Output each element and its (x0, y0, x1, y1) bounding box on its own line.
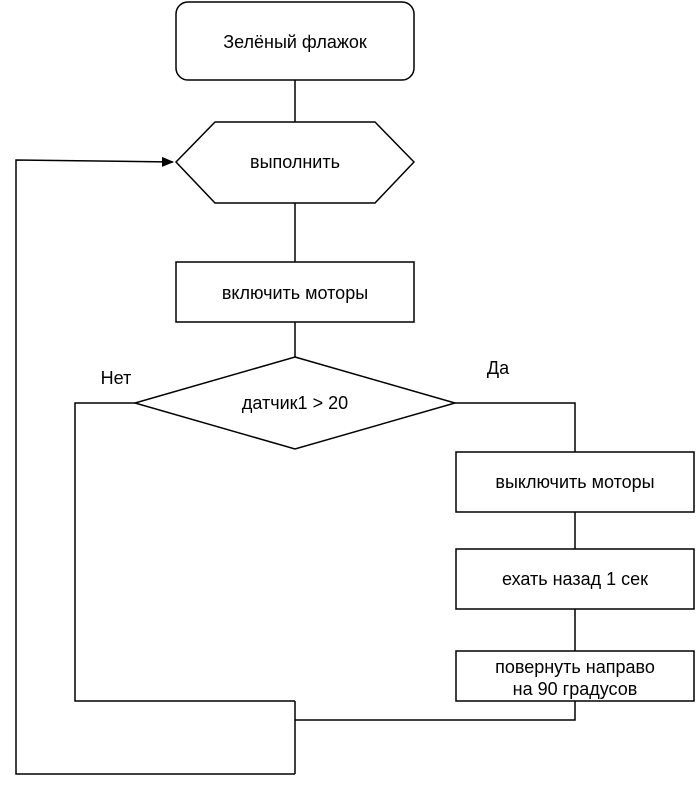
back-node (455, 548, 695, 610)
connector-yes-branch (455, 402, 576, 452)
condition-node (132, 356, 458, 450)
connector-no-branch (74, 402, 295, 702)
loop-node (174, 121, 416, 204)
start-label: Зелёный флажок (223, 32, 367, 52)
turn-label-line1: повернуть направо (495, 657, 655, 677)
back-label: ехать назад 1 сек (502, 569, 648, 589)
motors-off-label: выключить моторы (495, 472, 654, 492)
motors-on-node (175, 261, 415, 323)
turn-node (455, 650, 695, 702)
turn-label-line2: на 90 градусов (513, 679, 638, 699)
branch-yes-label: Да (487, 358, 510, 378)
loop-label: выполнить (250, 152, 340, 172)
branch-no-label: Нет (101, 368, 132, 388)
motors-off-node (455, 451, 695, 513)
start-node (175, 1, 415, 81)
connector-loop-back-arrow (15, 156, 295, 775)
connector-yes-merge (295, 701, 576, 721)
condition-label: датчик1 > 20 (242, 393, 348, 413)
motors-on-label: включить моторы (222, 283, 368, 303)
